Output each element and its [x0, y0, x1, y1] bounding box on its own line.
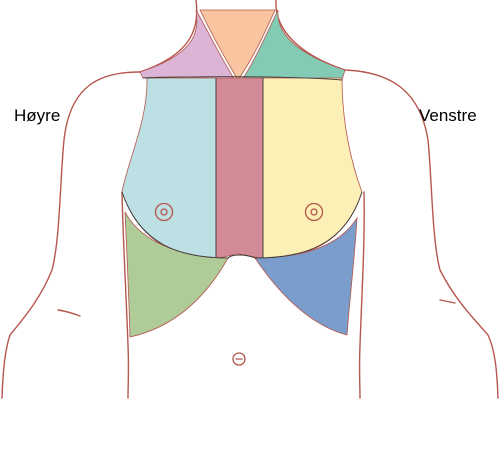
region-borders	[121, 76, 363, 259]
left-inner-arm-outline	[358, 191, 365, 399]
left-nipple-inner	[310, 208, 318, 216]
left-forearm-crease	[439, 299, 456, 304]
left-nipple-outer	[304, 202, 324, 222]
body-outline	[1, 0, 499, 399]
chest-top-border	[142, 76, 343, 81]
right-arm-outline	[1, 71, 141, 399]
right-side-label: Høyre	[14, 106, 61, 125]
sternum-region	[215, 77, 264, 259]
right-abdomen-region	[124, 211, 229, 338]
right-nipple-inner	[160, 208, 168, 216]
right-nipple-outer	[154, 202, 174, 222]
left-side-label: Venstre	[419, 106, 477, 125]
navel-ring	[232, 352, 246, 366]
right-forearm-crease	[57, 309, 81, 317]
navel	[232, 352, 246, 366]
left-arm-outline	[344, 69, 499, 399]
right-inner-arm-outline	[121, 191, 130, 399]
right-nipple	[154, 202, 174, 222]
left-nipple	[304, 202, 324, 222]
left-abdomen-region	[254, 216, 358, 336]
chest-bottom-border	[121, 191, 363, 259]
